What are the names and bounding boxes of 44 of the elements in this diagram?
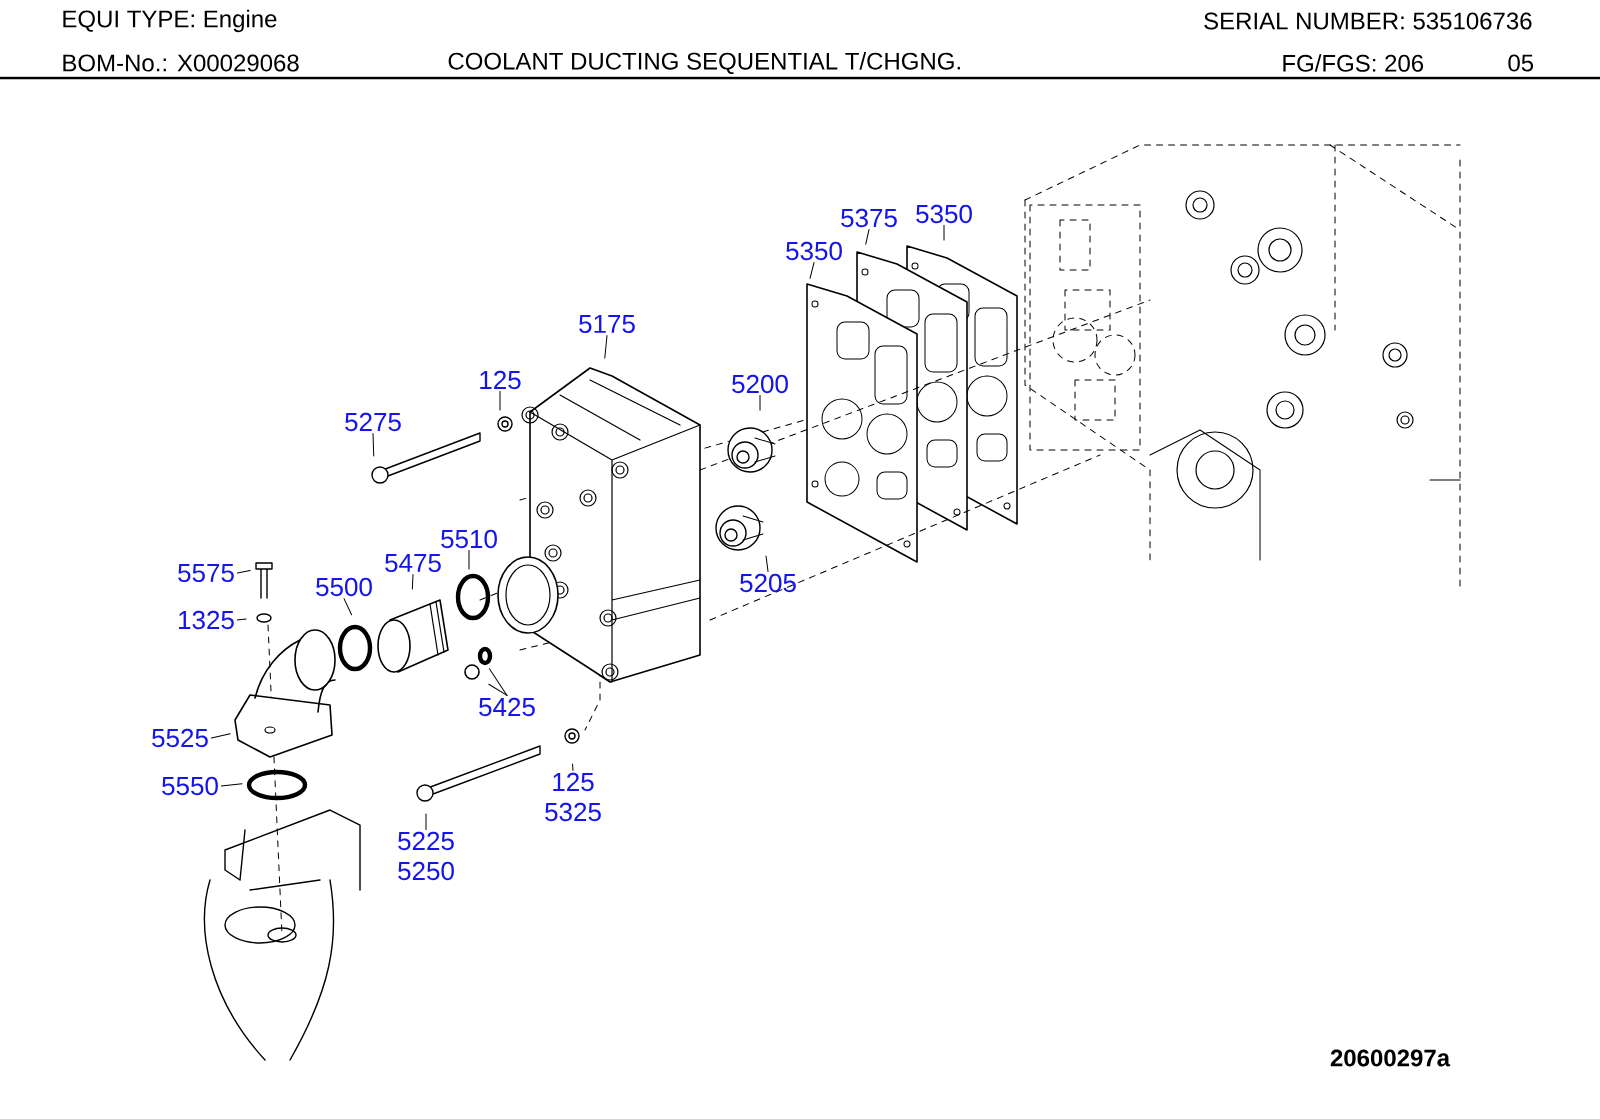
- leader-line: [425, 813, 427, 830]
- callout-number: 5375: [841, 208, 897, 228]
- leader-line: [943, 225, 945, 241]
- header-text: SERIAL NUMBER: 535106736: [1204, 12, 1532, 30]
- leader-line: [220, 783, 243, 787]
- callout-number: 5575: [178, 563, 234, 583]
- header-text: 20600297a: [1330, 1049, 1451, 1067]
- callout-number: 5275: [345, 412, 401, 432]
- leader-line: [765, 555, 769, 572]
- leader-line: [865, 229, 870, 245]
- header-text: FG/FGS: 206: [1283, 54, 1424, 72]
- callout-number: 5225 5250: [398, 831, 454, 881]
- leader-line: [468, 550, 470, 570]
- leader-line: [236, 570, 251, 574]
- callout-number: 125: [480, 370, 521, 390]
- callout-number: 1325: [179, 610, 234, 630]
- leader-line: [411, 573, 414, 590]
- callout-number: 5475: [385, 553, 441, 573]
- leader-line: [488, 668, 508, 696]
- leader-line: [236, 618, 247, 621]
- callout-number: 5550: [162, 776, 218, 796]
- callout-number: 5175: [579, 314, 635, 334]
- leader-line: [488, 683, 508, 696]
- callout-number: 5510: [441, 529, 497, 549]
- header-text: EQUI TYPE: Engine: [63, 9, 277, 33]
- callout-number: 5350: [916, 204, 972, 224]
- leader-line: [499, 391, 501, 411]
- callout-number: 125 5325: [545, 772, 601, 822]
- leader-line: [572, 763, 574, 771]
- callout-number: 5205: [740, 573, 796, 593]
- callout-number: 5200: [732, 374, 788, 394]
- leader-line: [372, 433, 375, 457]
- leader-line: [343, 598, 353, 616]
- callout-number: 5425: [479, 697, 535, 717]
- header-text: 05: [1508, 54, 1534, 72]
- leader-line: [604, 334, 608, 359]
- header-text: COOLANT DUCTING SEQUENTIAL T/CHGNG.: [448, 52, 960, 74]
- callout-number: 5350: [786, 241, 842, 261]
- leader-line: [210, 733, 231, 739]
- callout-number: 5500: [316, 577, 372, 597]
- leader-line: [759, 395, 761, 411]
- header-text: BOM-No.: X00029068: [63, 54, 299, 72]
- leader-line: [809, 262, 815, 279]
- callout-number: 5525: [152, 728, 208, 748]
